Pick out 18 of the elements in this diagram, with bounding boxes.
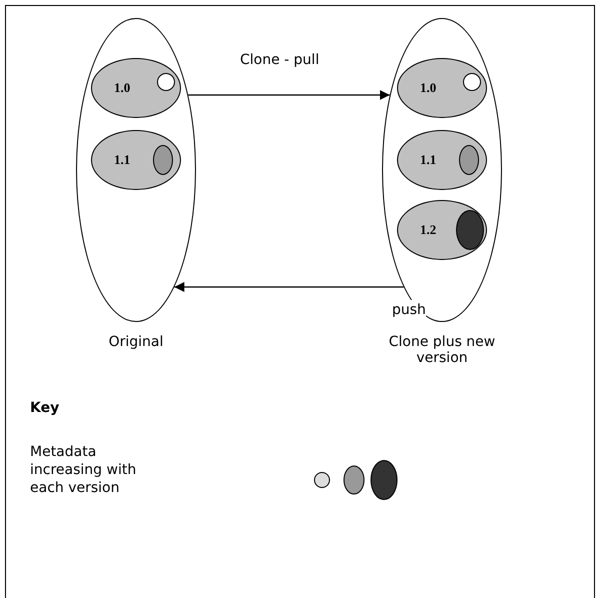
node-label: Original <box>108 334 164 350</box>
arrow <box>174 282 404 292</box>
version-number: 1.0 <box>114 80 130 96</box>
node-label: Clone plus new version <box>388 334 496 366</box>
edge-label: push <box>392 300 426 320</box>
version-number: 1.1 <box>420 152 436 168</box>
version-number: 1.0 <box>420 80 436 96</box>
arrow <box>188 90 390 100</box>
metadata-ellipse <box>463 73 481 91</box>
version-number: 1.1 <box>114 152 130 168</box>
metadata-ellipse <box>153 145 173 175</box>
legend-text: Metadata increasing with each version <box>30 443 138 497</box>
version-number: 1.2 <box>420 222 436 238</box>
edge-label: Clone - pull <box>240 50 320 70</box>
metadata-ellipse <box>459 145 479 175</box>
key-heading: Key <box>30 400 60 416</box>
metadata-ellipse <box>456 210 484 250</box>
metadata-ellipse <box>157 73 175 91</box>
